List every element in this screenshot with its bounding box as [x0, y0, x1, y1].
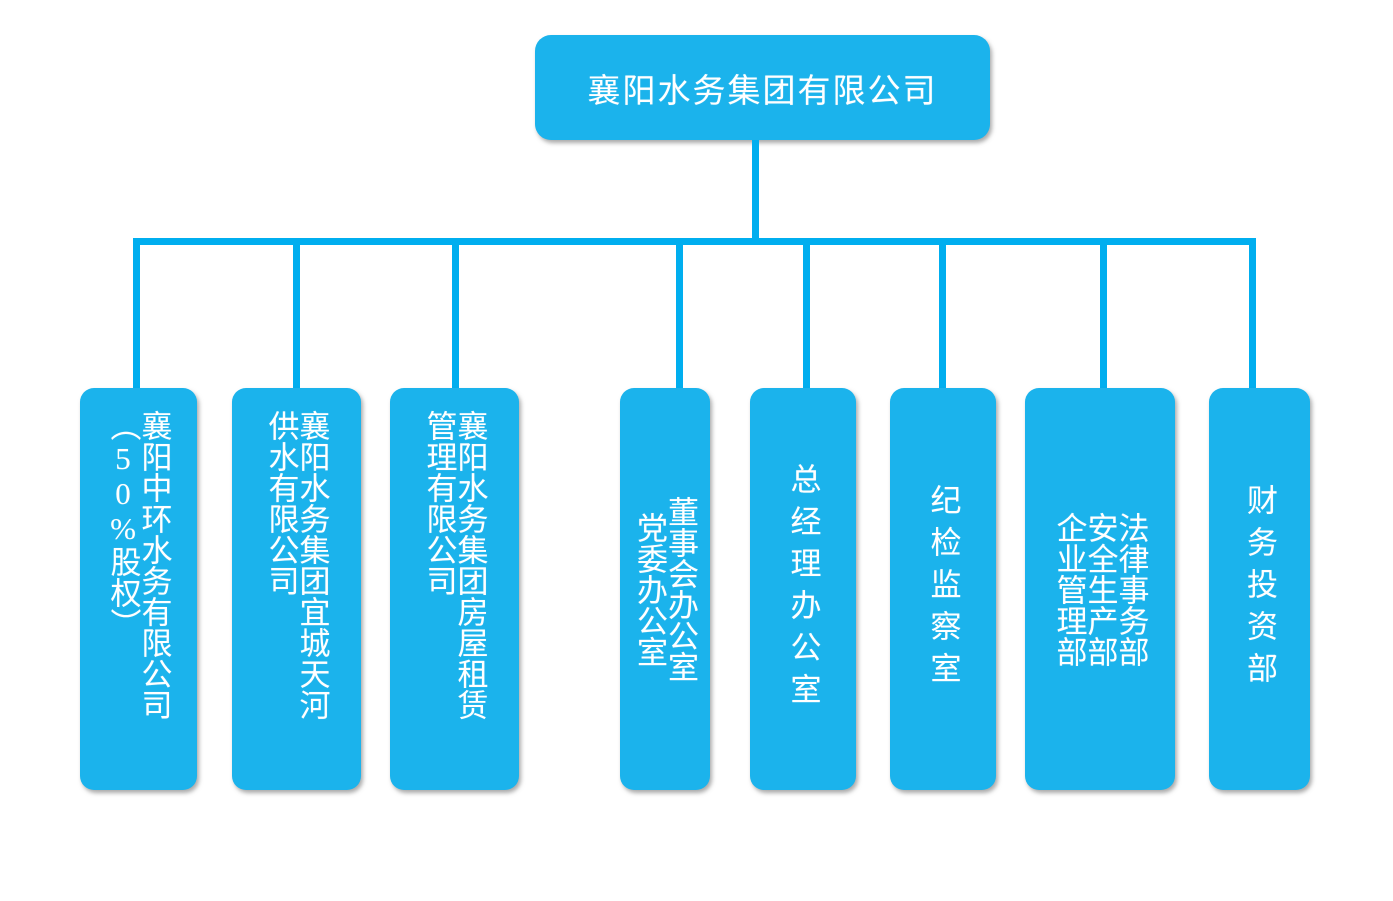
connector-drop-1	[133, 238, 140, 390]
org-node-child-5-column-1: 总经理办公室	[785, 463, 821, 715]
org-node-root[interactable]: 襄阳水务集团有限公司	[535, 35, 990, 140]
org-node-child-3-column-2: 管理有限公司	[421, 410, 457, 596]
org-node-child-2-column-1: 襄阳水务集团宜城天河	[294, 410, 330, 720]
org-node-root-label: 襄阳水务集团有限公司	[587, 73, 938, 110]
connector-drop-3	[452, 238, 459, 390]
org-node-child-3-column-1: 襄阳水务集团房屋租赁	[452, 410, 488, 720]
org-node-child-4[interactable]: 董事会办公室 党委办公室	[620, 388, 710, 790]
org-node-child-8-column-1: 财务投资部	[1242, 484, 1277, 694]
org-node-child-1-column-1: 襄阳中环水务有限公司	[136, 410, 172, 720]
org-node-child-3[interactable]: 襄阳水务集团房屋租赁 管理有限公司	[390, 388, 519, 790]
org-node-child-2[interactable]: 襄阳水务集团宜城天河 供水有限公司	[232, 388, 361, 790]
org-node-child-4-column-2: 党委办公室	[632, 511, 667, 667]
org-node-child-6-column-1: 纪检监察室	[925, 484, 961, 694]
org-node-child-4-column-1: 董事会办公室	[663, 496, 698, 682]
org-node-child-1-column-2: （50%股权）	[105, 410, 141, 639]
org-node-child-7-column-1: 法律事务部	[1113, 511, 1149, 667]
org-node-child-7[interactable]: 法律事务部 安全生产部 企业管理部	[1025, 388, 1175, 790]
connector-horizontal-bus	[133, 238, 1256, 245]
connector-drop-2	[293, 238, 300, 390]
connector-drop-5	[803, 238, 810, 390]
org-node-child-2-column-2: 供水有限公司	[263, 410, 299, 596]
org-node-child-8[interactable]: 财务投资部	[1209, 388, 1310, 790]
org-node-child-6[interactable]: 纪检监察室	[890, 388, 996, 790]
connector-root-stem	[752, 140, 759, 240]
org-node-child-7-column-2: 安全生产部	[1082, 511, 1118, 667]
org-node-child-7-column-3: 企业管理部	[1051, 511, 1087, 667]
org-node-child-5[interactable]: 总经理办公室	[750, 388, 856, 790]
org-node-child-1[interactable]: 襄阳中环水务有限公司 （50%股权）	[80, 388, 197, 790]
connector-drop-6	[939, 238, 946, 390]
connector-drop-8	[1249, 238, 1256, 390]
connector-drop-7	[1100, 238, 1107, 390]
connector-drop-4	[676, 238, 683, 390]
